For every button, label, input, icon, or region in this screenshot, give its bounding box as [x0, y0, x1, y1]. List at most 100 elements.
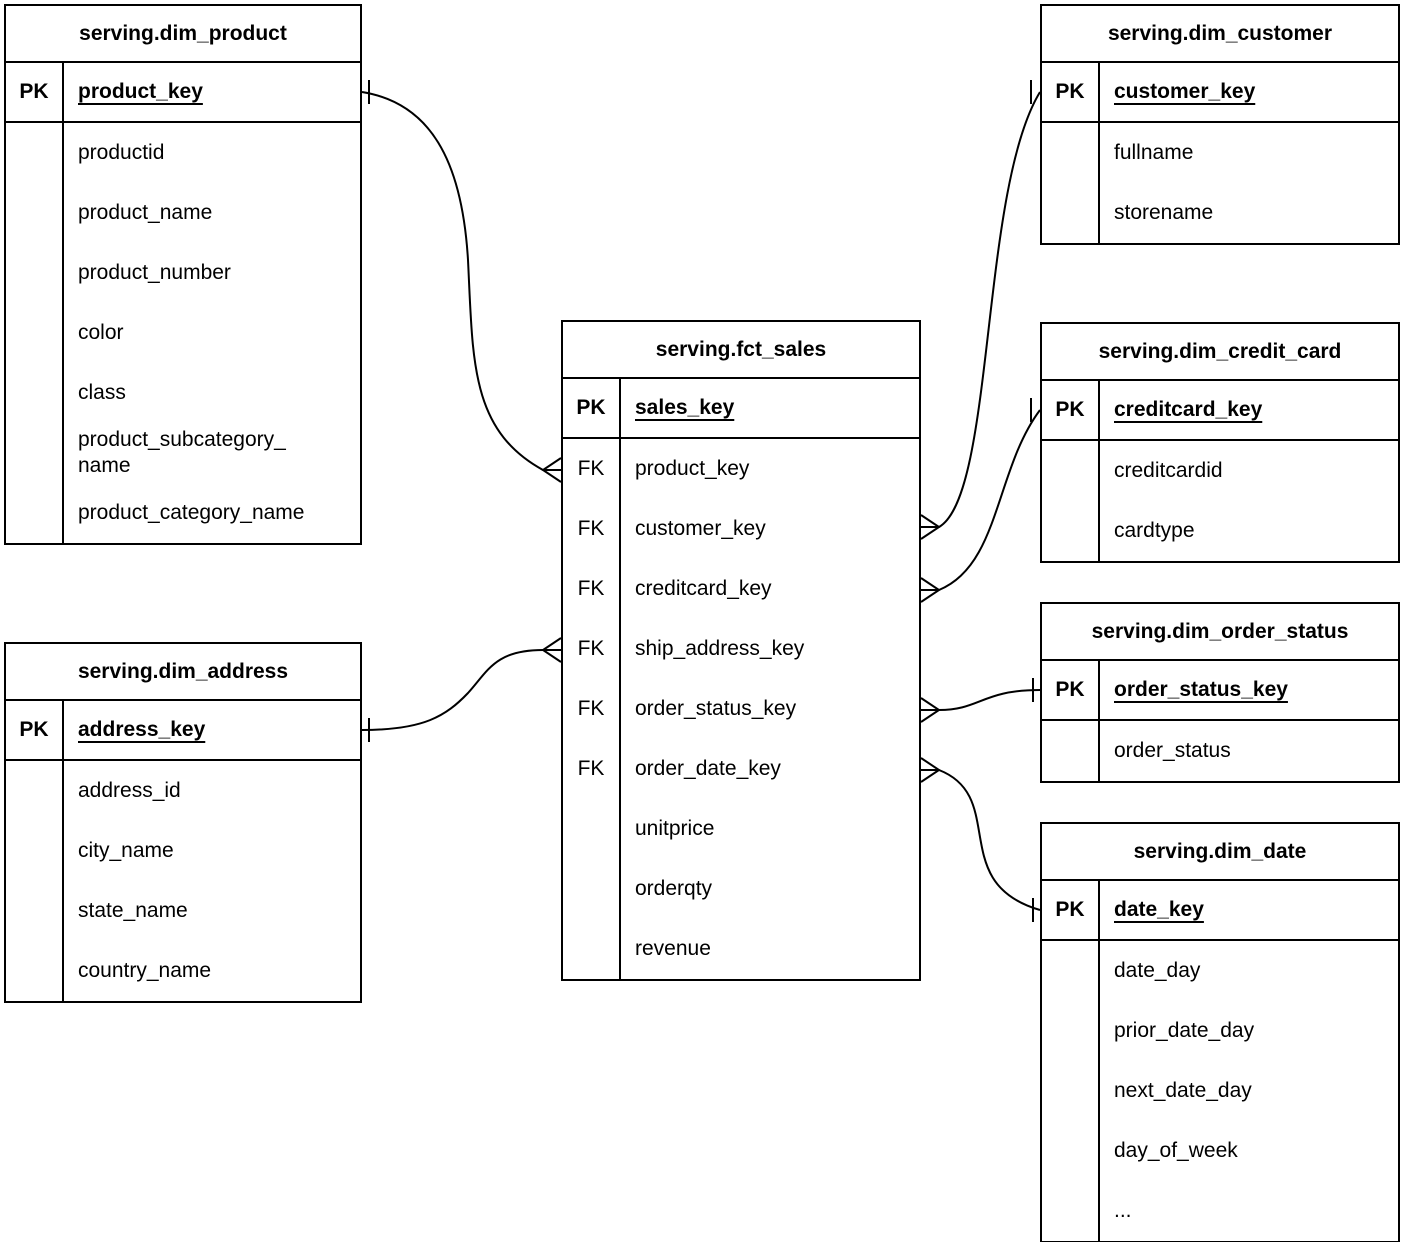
key-cell — [1042, 1001, 1100, 1061]
field-name: country_name — [78, 959, 212, 982]
field-name: product_name — [78, 201, 213, 224]
entity-dim-date: serving.dim_date PK date_key date_day pr… — [1040, 822, 1400, 1242]
pk-field: product_key — [64, 63, 360, 123]
pk-field-name: creditcard_key — [1114, 398, 1263, 421]
crow-foot-marker — [920, 514, 941, 540]
pk-field: order_status_key — [1100, 661, 1398, 721]
field-name: storename — [1114, 201, 1214, 224]
fk-label: FK — [563, 679, 621, 739]
crow-foot-marker — [541, 457, 562, 483]
key-cell — [6, 183, 64, 243]
fk-field-name: order_date_key — [635, 757, 781, 780]
field-name: state_name — [78, 899, 188, 922]
fk-field-name: ship_address_key — [635, 637, 805, 660]
pk-field-name: order_status_key — [1114, 678, 1288, 701]
relationship-curve — [938, 769, 1041, 911]
pk-label: PK — [6, 63, 64, 123]
pk-field: creditcard_key — [1100, 381, 1398, 441]
fk-label: FK — [563, 739, 621, 799]
entity-dim-customer: serving.dim_customer PK customer_key ful… — [1040, 4, 1400, 245]
key-cell — [1042, 1061, 1100, 1121]
relationship-customer-to-sales — [920, 80, 1041, 540]
fk-label: FK — [563, 619, 621, 679]
relationship-creditcard-to-sales — [920, 398, 1041, 603]
pk-label: PK — [6, 701, 64, 761]
entity-title: serving.dim_address — [6, 644, 360, 701]
entity-title: serving.dim_credit_card — [1042, 324, 1398, 381]
entity-title: serving.fct_sales — [563, 322, 919, 379]
entity-dim-order-status: serving.dim_order_status PK order_status… — [1040, 602, 1400, 783]
key-cell — [1042, 123, 1100, 183]
field-name: ... — [1114, 1199, 1132, 1222]
field-name: unitprice — [635, 817, 715, 840]
relationship-curve — [938, 689, 1041, 711]
field-name: product_subcategory_ name — [78, 428, 286, 477]
field-name: revenue — [635, 937, 711, 960]
crow-foot-marker — [541, 637, 562, 663]
entity-dim-credit-card: serving.dim_credit_card PK creditcard_ke… — [1040, 322, 1400, 563]
pk-label: PK — [1042, 661, 1100, 721]
key-cell — [6, 363, 64, 423]
relationship-curve — [361, 91, 544, 471]
entity-dim-product: serving.dim_product PK product_key produ… — [4, 4, 362, 545]
pk-field: sales_key — [621, 379, 919, 439]
relationship-curve — [361, 649, 544, 731]
crow-foot-marker — [920, 757, 941, 783]
key-cell — [6, 761, 64, 821]
relationship-curve — [938, 409, 1041, 591]
field-name: next_date_day — [1114, 1079, 1252, 1102]
pk-field: customer_key — [1100, 63, 1398, 123]
key-cell — [6, 881, 64, 941]
pk-field-name: customer_key — [1114, 80, 1256, 103]
relationship-curve — [938, 91, 1041, 528]
fk-field-name: product_key — [635, 457, 750, 480]
pk-label: PK — [1042, 881, 1100, 941]
key-cell — [6, 821, 64, 881]
relationship-product-to-sales — [361, 80, 562, 483]
key-cell — [563, 799, 621, 859]
field-name: prior_date_day — [1114, 1019, 1255, 1042]
entity-title: serving.dim_order_status — [1042, 604, 1398, 661]
fk-field-name: customer_key — [635, 517, 766, 540]
field-name: orderqty — [635, 877, 713, 900]
field-name: product_number — [78, 261, 231, 284]
pk-field-name: address_key — [78, 718, 206, 741]
pk-label: PK — [563, 379, 621, 439]
field-name: day_of_week — [1114, 1139, 1238, 1162]
key-cell — [6, 941, 64, 1001]
entity-dim-address: serving.dim_address PK address_key addre… — [4, 642, 362, 1003]
field-name: color — [78, 321, 124, 344]
field-name: class — [78, 381, 126, 404]
field-name: creditcardid — [1114, 459, 1223, 482]
fk-label: FK — [563, 559, 621, 619]
fk-label: FK — [563, 499, 621, 559]
key-cell — [6, 423, 64, 483]
key-cell — [563, 859, 621, 919]
field-name: date_day — [1114, 959, 1201, 982]
field-name: address_id — [78, 779, 181, 802]
relationship-orderstatus-to-sales — [920, 678, 1041, 723]
fk-label: FK — [563, 439, 621, 499]
field-name: product_category_name — [78, 501, 305, 524]
relationship-address-to-sales — [361, 637, 562, 742]
pk-label: PK — [1042, 381, 1100, 441]
entity-title: serving.dim_product — [6, 6, 360, 63]
pk-field-name: date_key — [1114, 898, 1204, 921]
entity-title: serving.dim_customer — [1042, 6, 1398, 63]
key-cell — [1042, 1121, 1100, 1181]
key-cell — [563, 919, 621, 979]
field-name: city_name — [78, 839, 174, 862]
pk-field: date_key — [1100, 881, 1398, 941]
relationship-date-to-sales — [920, 757, 1041, 922]
pk-label: PK — [1042, 63, 1100, 123]
entity-fct-sales: serving.fct_sales PK sales_key FK produc… — [561, 320, 921, 981]
field-name: fullname — [1114, 141, 1194, 164]
key-cell — [1042, 941, 1100, 1001]
key-cell — [6, 483, 64, 543]
pk-field-name: product_key — [78, 80, 203, 103]
key-cell — [1042, 1181, 1100, 1241]
pk-field-name: sales_key — [635, 396, 735, 419]
key-cell — [1042, 501, 1100, 561]
entity-title: serving.dim_date — [1042, 824, 1398, 881]
